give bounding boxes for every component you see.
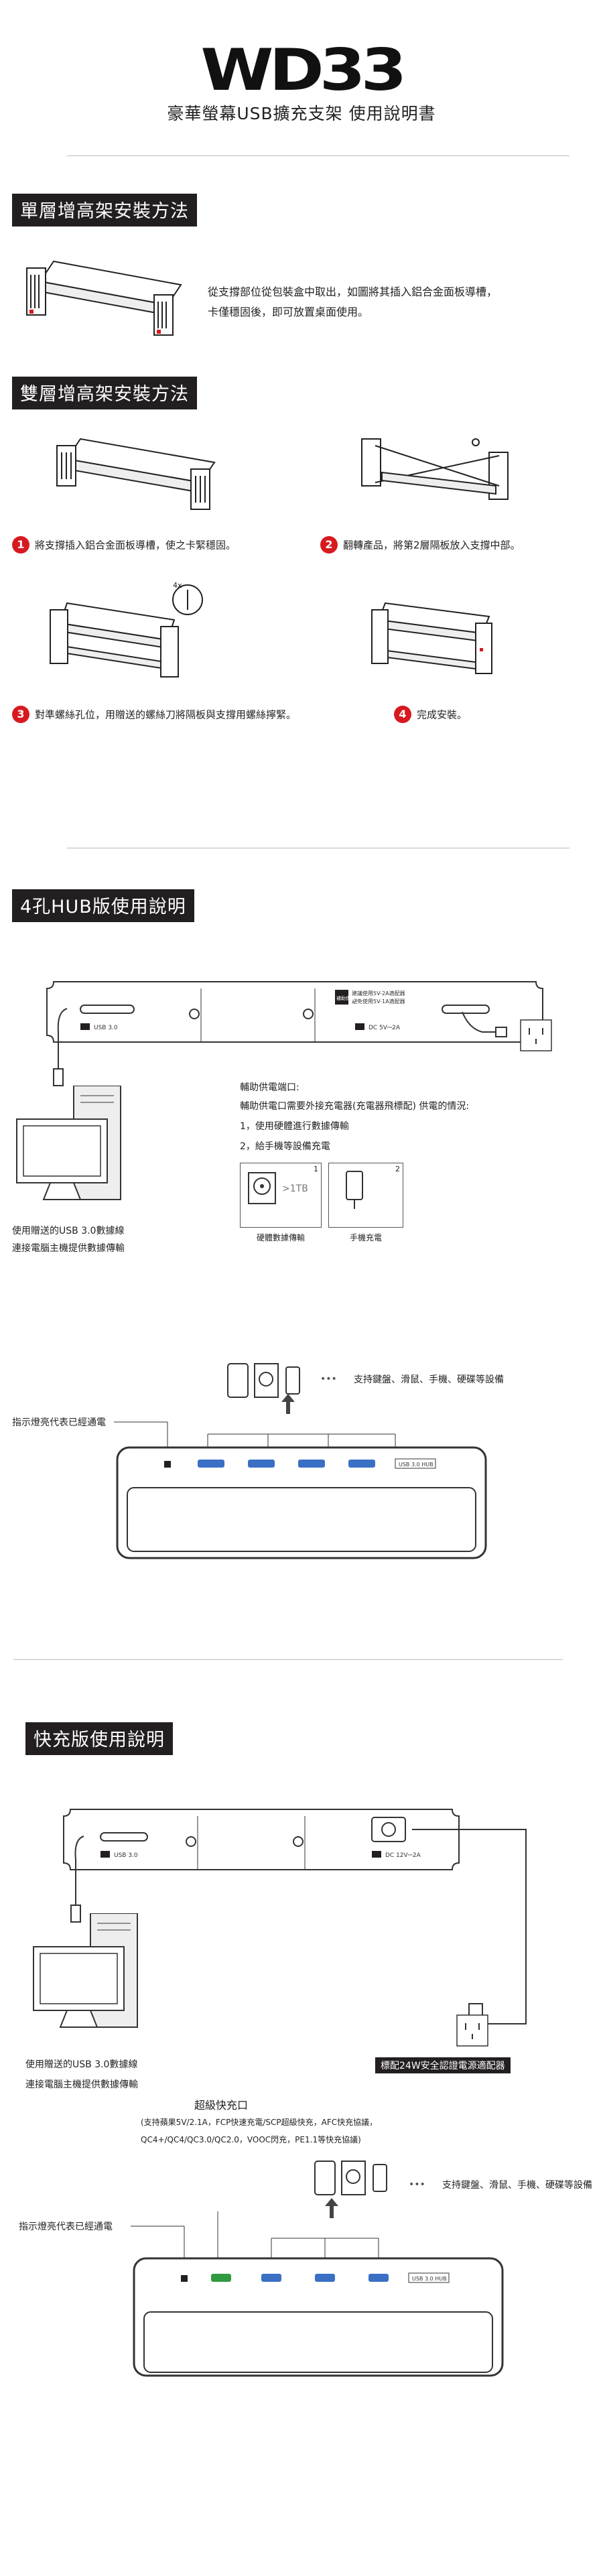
section-heading-hub4: 4孔HUB版使用說明 xyxy=(12,889,194,922)
box-caption: 手機充電 xyxy=(349,1233,382,1242)
panel-usb-label: USB 3.0 xyxy=(114,1852,138,1859)
double-step2-illustration xyxy=(355,419,523,513)
step-number: 3 xyxy=(12,706,29,723)
cable-instruction-line2: 連接電腦主機提供數據傳輸 xyxy=(12,1243,125,1254)
hub4-usb-cable xyxy=(44,1005,90,1092)
fast-protocols-line1: (支持蘋果5V/2.1A，FCP快速充電/SCP超級快充，AFC快充協議， xyxy=(141,2118,378,2127)
step-text: 完成安裝。 xyxy=(417,708,468,721)
aux-power-title: 輔助供電端口: xyxy=(240,1082,299,1093)
port-badge: USB 3.0 HUB xyxy=(399,1462,433,1468)
example-phone-box: 2 手機充電 xyxy=(328,1163,403,1242)
single-desc-line1: 從支撐部位從包裝盒中取出，如圖將其插入鋁合金面板導槽， xyxy=(208,285,498,298)
desktop-computer-icon xyxy=(13,1086,134,1206)
up-arrow-icon xyxy=(325,2198,338,2218)
fast-front-panel: USB 3.0 HUB xyxy=(131,2211,506,2379)
box-number: 2 xyxy=(395,1165,400,1173)
single-desc-line2: 卡僅穩固後，即可放置桌面使用。 xyxy=(208,306,369,318)
step-text: 將支撐插入鋁合金面板導槽，使之卡緊穩固。 xyxy=(35,539,237,552)
capacity-label: >1TB xyxy=(282,1183,308,1194)
indicator-text: 指示燈亮代表已經通電 xyxy=(12,1417,106,1428)
step-text: 翻轉產品，將第2層隔板放入支撐中部。 xyxy=(343,539,521,552)
panel-dc-label: DC 12V⎓2A xyxy=(385,1852,421,1859)
indicator-text: 指示燈亮代表已經通電 xyxy=(19,2221,113,2232)
fast-usb-cable xyxy=(64,1833,111,1927)
step-number: 4 xyxy=(394,706,411,723)
single-stand-illustration xyxy=(13,248,194,342)
hub4-power-cable xyxy=(456,1005,543,1066)
fast-port-title: 超級快充口 xyxy=(194,2099,249,2112)
double-step3: 3 對準螺絲孔位，用贈送的螺絲刀將隔板與支撐用螺絲擰緊。 xyxy=(12,706,296,723)
fast-power-cable xyxy=(405,1809,539,2037)
double-step4: 4 完成安裝。 xyxy=(394,706,467,723)
double-step1: 1 將支撐插入鋁合金面板導槽，使之卡緊穩固。 xyxy=(12,536,236,554)
box-number: 1 xyxy=(314,1165,318,1173)
page-title: 豪華螢幕USB擴充支架 使用說明書 xyxy=(167,104,436,123)
fast-protocols-line2: QC4+/QC4/QC3.0/QC2.0，VOOC閃充，PE1.1等快充協議) xyxy=(141,2135,361,2144)
desktop-computer-icon xyxy=(30,1913,151,2034)
cable-instruction-line1: 使用贈送的USB 3.0數據線 xyxy=(25,2059,138,2070)
panel-note-badge: 補助供電 xyxy=(336,995,355,1001)
divider xyxy=(13,1659,563,1660)
outlet-icon xyxy=(519,1019,553,1052)
support-text: 支持鍵盤、滑鼠、手機、硬碟等設備 xyxy=(354,1374,504,1385)
cable-instruction-line1: 使用贈送的USB 3.0數據線 xyxy=(12,1226,125,1236)
outlet-icon xyxy=(456,2014,489,2047)
step-number: 1 xyxy=(12,536,29,554)
brand-logo: WD33 xyxy=(200,37,407,104)
more-devices-dots: ••• xyxy=(409,2179,425,2190)
aux-power-item2: 2，給手機等設備充電 xyxy=(240,1141,330,1152)
fast-back-panel: USB 3.0 DC 12V⎓2A xyxy=(57,1803,472,1876)
adapter-badge: 標配24W安全認證電源適配器 xyxy=(375,2057,511,2073)
double-step4-illustration xyxy=(362,593,509,677)
up-arrow-icon xyxy=(281,1394,295,1414)
step-number: 2 xyxy=(320,536,338,554)
panel-note: 建議使用5V-2A適配器 xyxy=(352,990,405,996)
panel-dc-label: DC 5V⎓2A xyxy=(368,1025,401,1031)
section-heading-single: 單層增高架安裝方法 xyxy=(12,194,197,227)
step-text: 對準螺絲孔位，用贈送的螺絲刀將隔板與支撐用螺絲擰緊。 xyxy=(35,708,297,721)
screw-count-label: 4x xyxy=(173,581,182,590)
port-badge: USB 3.0 HUB xyxy=(412,2276,447,2282)
double-step1-illustration xyxy=(47,429,234,516)
double-step3-illustration: 4x xyxy=(40,580,214,680)
devices-icons xyxy=(224,1360,318,1407)
section-heading-double: 雙層增高架安裝方法 xyxy=(12,377,197,409)
support-text: 支持鍵盤、滑鼠、手機、硬碟等設備 xyxy=(442,2180,592,2191)
cable-instruction-line2: 連接電腦主機提供數據傳輸 xyxy=(25,2079,138,2090)
hub4-front-panel: USB 3.0 HUB xyxy=(114,1407,489,1561)
box-caption: 硬體數據傳輸 xyxy=(256,1233,305,1242)
divider xyxy=(67,155,570,156)
section-heading-fast: 快充版使用說明 xyxy=(25,1722,173,1755)
example-hdd-box: 1 >1TB 硬體數據傳輸 xyxy=(240,1163,322,1242)
aux-power-desc: 輔助供電口需要外接充電器(充電器飛標配) 供電的情況: xyxy=(240,1101,470,1112)
double-step2: 2 翻轉產品，將第2層隔板放入支撐中部。 xyxy=(320,536,521,554)
panel-note: 避免使用5V-1A適配器 xyxy=(352,998,405,1005)
aux-power-item1: 1，使用硬體進行數據傳輸 xyxy=(240,1121,349,1132)
devices-icons xyxy=(312,2158,405,2205)
more-devices-dots: ••• xyxy=(320,1374,337,1384)
panel-usb-label: USB 3.0 xyxy=(94,1025,118,1031)
